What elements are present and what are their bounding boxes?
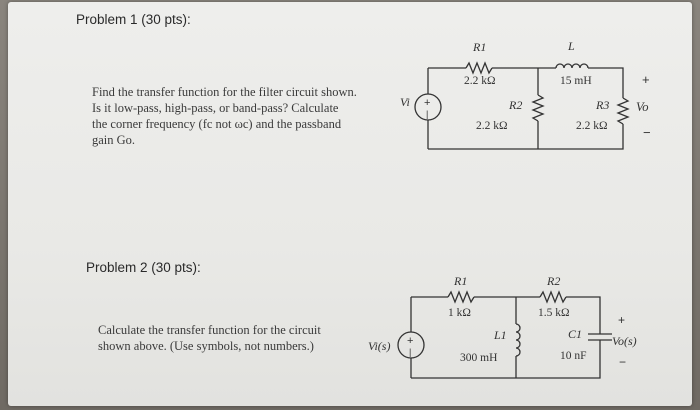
c2-r2-name: R2 xyxy=(546,274,560,288)
c2-c-name: C1 xyxy=(568,327,582,341)
problem1-text-line: gain Go. xyxy=(92,133,136,147)
c1-r1-value: 2.2 kΩ xyxy=(464,75,496,87)
worksheet-page: Problem 1 (30 pts): Find the transfer fu… xyxy=(8,2,692,406)
c1-r2-value: 2.2 kΩ xyxy=(476,120,508,132)
c1-source-label: Vi xyxy=(400,95,410,109)
c2-out-minus: − xyxy=(619,355,626,369)
c1-l-name: L xyxy=(567,39,575,53)
problem2-text-line: Calculate the transfer function for the … xyxy=(98,323,321,337)
circuit2-diagram: + | Vi(s) R1 1 kΩ R2 1.5 kΩ L1 300 mH C1… xyxy=(368,274,637,379)
c2-c-value: 10 nF xyxy=(560,350,587,362)
circuit1-diagram: + | Vi R1 2.2 kΩ L 15 mH R2 2.2 kΩ R3 2.… xyxy=(400,39,651,150)
c1-out-label: Vo xyxy=(636,100,649,114)
problem1-text-line: Find the transfer function for the filte… xyxy=(92,85,357,99)
c2-source-label: Vi(s) xyxy=(368,339,390,353)
problem1-text: Find the transfer function for the filte… xyxy=(92,84,357,148)
c2-out-label: Vo(s) xyxy=(612,334,637,348)
c2-voltage-source-icon xyxy=(397,331,425,359)
c1-out-plus: + xyxy=(642,72,650,87)
source-plus: + xyxy=(424,97,430,109)
c2-l-value: 300 mH xyxy=(460,352,497,364)
inductor-symbol xyxy=(555,63,589,69)
r2-resistor-symbol xyxy=(531,94,545,122)
problem1-text-line: the corner frequency (fc not ωc) and the… xyxy=(92,117,342,131)
c2-out-plus: + xyxy=(618,313,625,327)
capacitor-symbol xyxy=(588,333,612,341)
voltage-source-icon xyxy=(414,93,442,121)
c2-source-minus: | xyxy=(409,347,411,357)
c2-source-plus: + xyxy=(407,335,413,347)
problem2-text-line: shown above. (Use symbols, not numbers.) xyxy=(98,339,314,353)
c2-r1-resistor-symbol xyxy=(447,290,475,304)
problem1-text-line: Is it low-pass, high-pass, or band-pass?… xyxy=(92,101,339,115)
c2-r1-value: 1 kΩ xyxy=(448,307,471,319)
c2-r2-value: 1.5 kΩ xyxy=(538,307,570,319)
r3-resistor-symbol xyxy=(616,97,630,125)
source-minus: | xyxy=(426,109,428,119)
c2-r2-resistor-symbol xyxy=(539,290,567,304)
c1-out-minus: − xyxy=(643,125,651,140)
problem2-text: Calculate the transfer function for the … xyxy=(98,322,321,354)
c2-inductor-symbol xyxy=(515,323,521,357)
problem1-heading: Problem 1 (30 pts): xyxy=(76,12,191,27)
c1-r3-value: 2.2 kΩ xyxy=(576,120,608,132)
r1-resistor-symbol xyxy=(465,61,493,75)
problem2-heading: Problem 2 (30 pts): xyxy=(86,260,201,275)
c1-r3-name: R3 xyxy=(595,98,609,112)
c2-l-name: L1 xyxy=(493,328,507,342)
c1-l-value: 15 mH xyxy=(560,75,592,87)
c1-r2-name: R2 xyxy=(508,98,522,112)
c1-r1-name: R1 xyxy=(472,40,486,54)
c2-r1-name: R1 xyxy=(453,274,467,288)
